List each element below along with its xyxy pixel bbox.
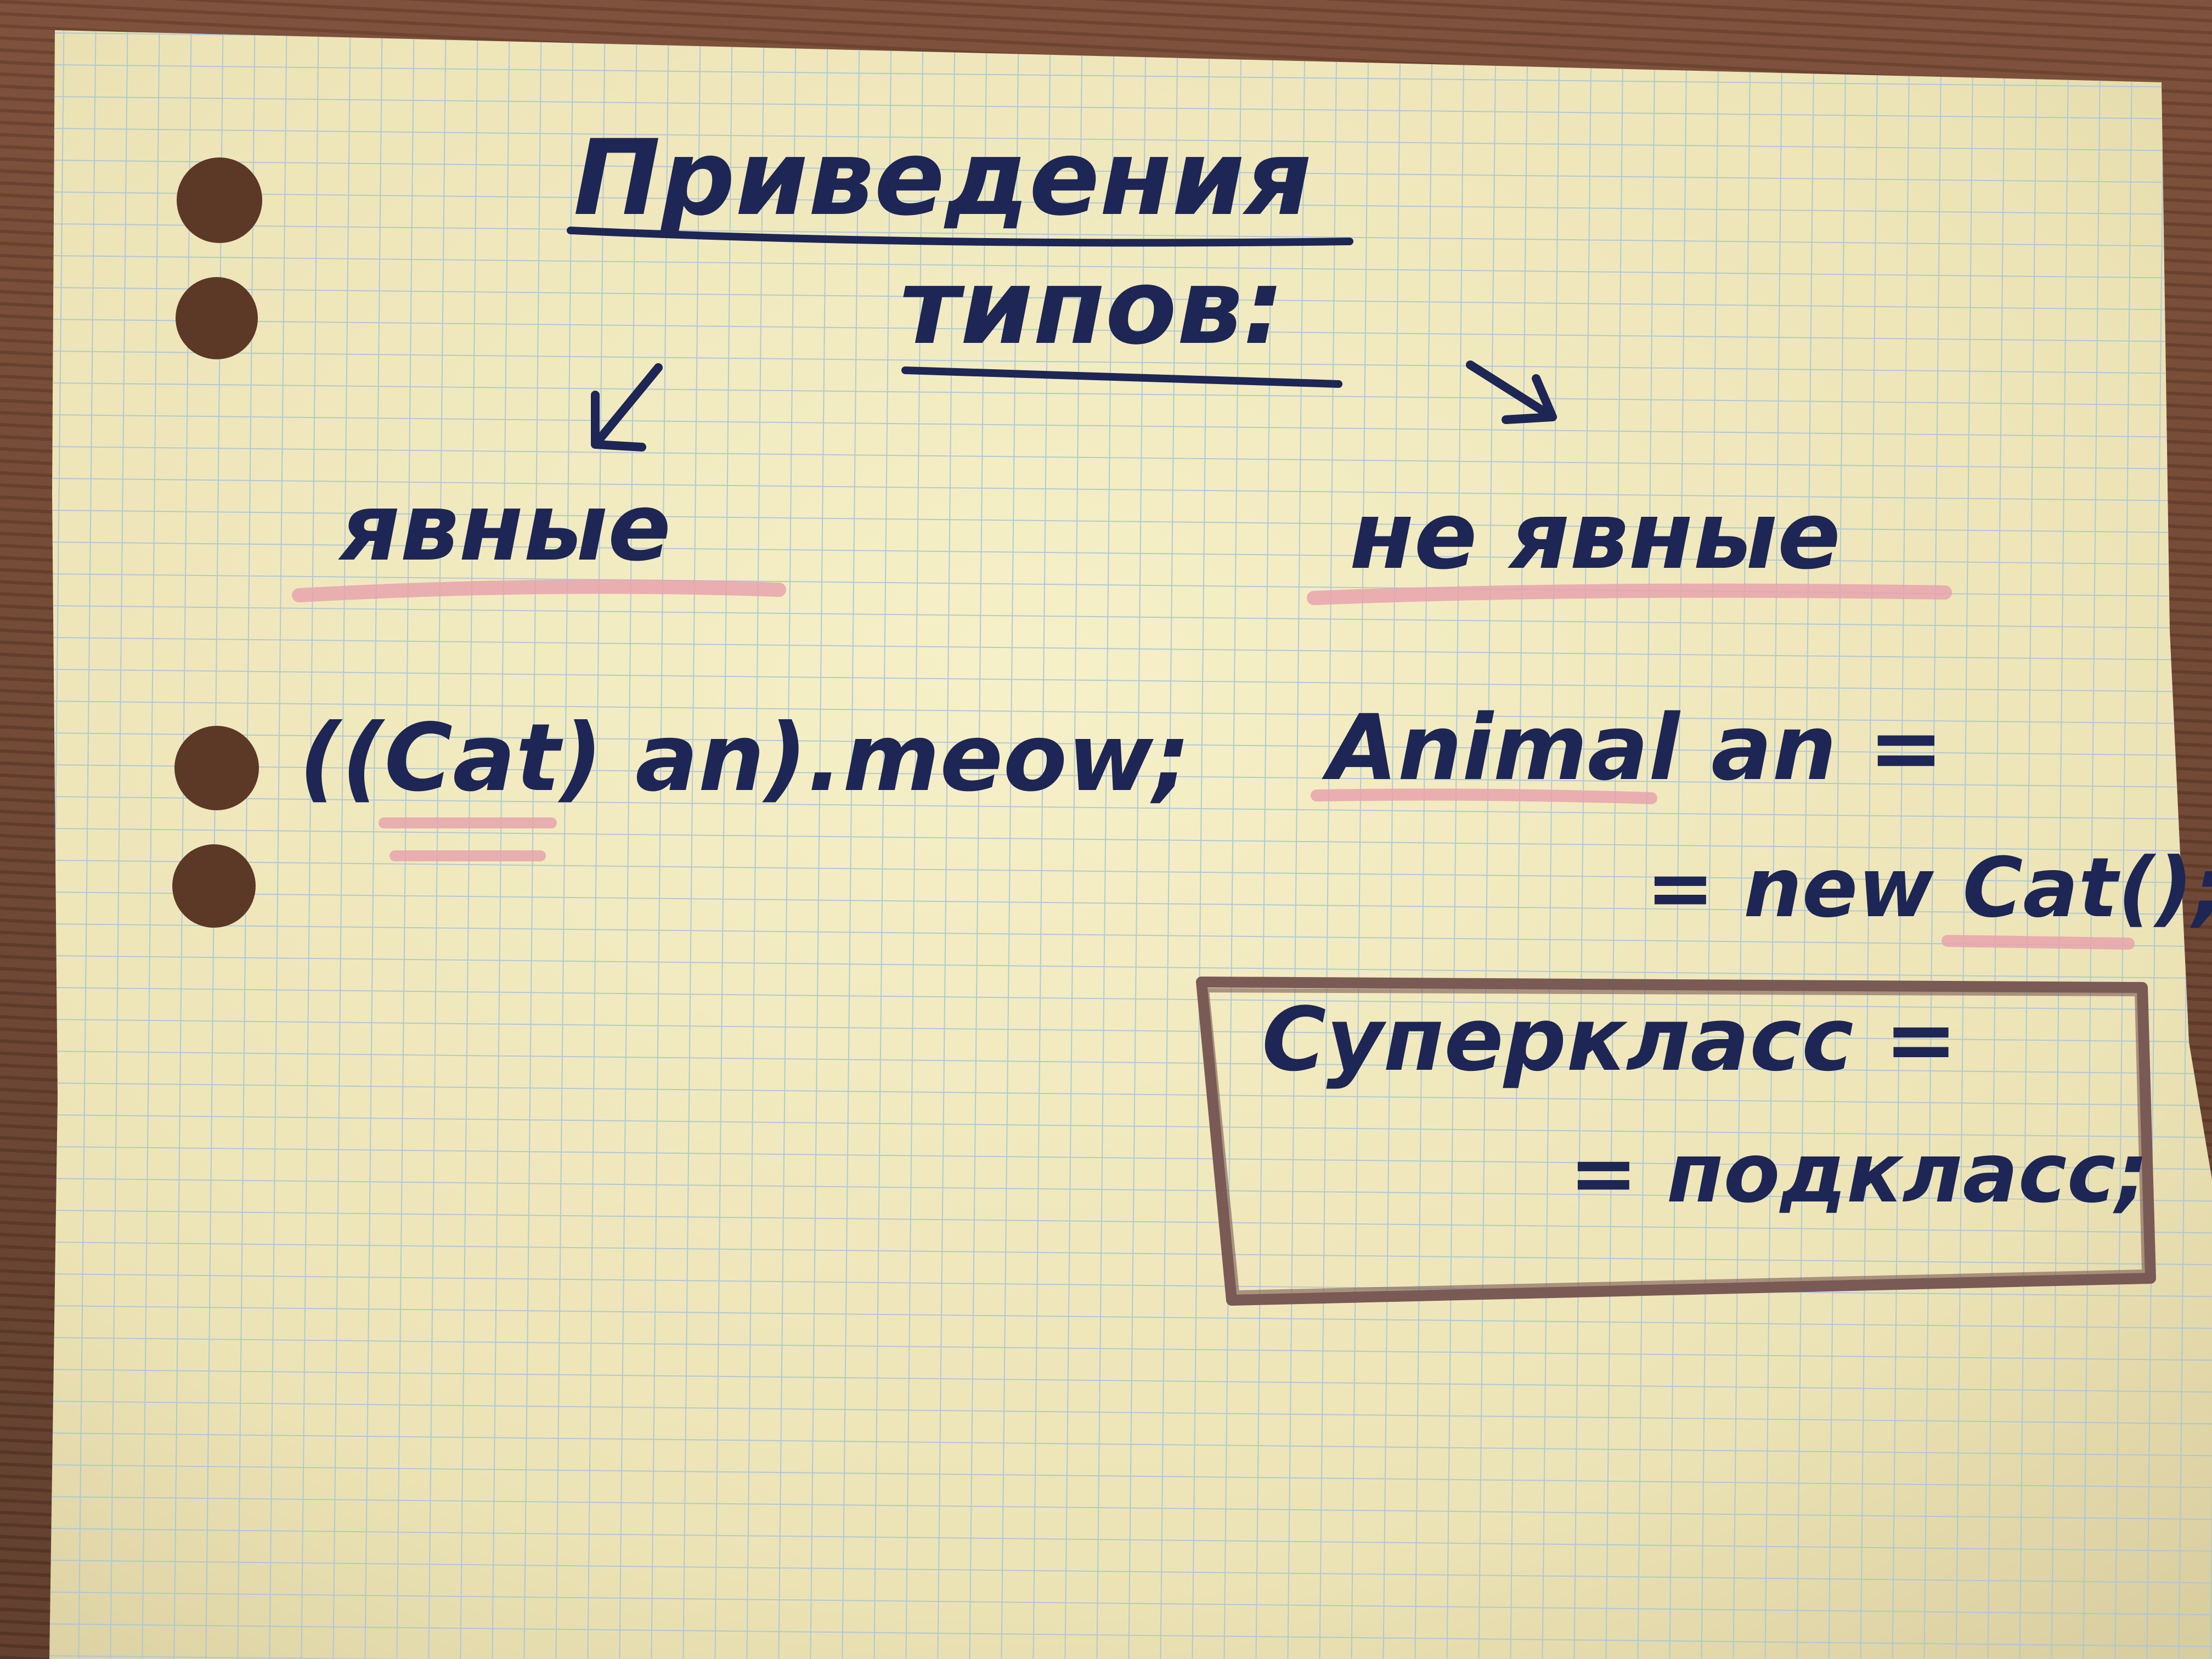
title-line-2: типов: (900, 246, 1284, 368)
rule-box-border-overdraw (1204, 988, 2147, 1295)
boxed-rule-line-2: = подкласс; (1569, 1126, 2148, 1221)
implicit-example-line-1: Animal an = (1322, 695, 1944, 800)
title-block: Приведения типов: (567, 117, 1353, 388)
title-underline-2 (901, 366, 1342, 388)
boxed-rule-line-1: Суперкласс = (1262, 988, 1958, 1091)
explicit-heading: явные (292, 473, 786, 602)
binder-holes (172, 157, 262, 928)
right-heading: не явные (1350, 482, 1841, 590)
explicit-example: ((Cat) an).meow; (299, 704, 1190, 812)
boxed-rule: Суперкласс = = подкласс; (1196, 977, 2156, 1306)
explicit-example-block: ((Cat) an).meow; (299, 704, 1190, 861)
right-heading-highlight (1307, 583, 1952, 605)
arrow-down-left-icon (591, 363, 663, 452)
branch-arrows (591, 360, 1557, 452)
rule-box-border (1196, 977, 2156, 1306)
binder-hole (176, 277, 258, 359)
left-heading-highlight (292, 579, 786, 602)
cat-highlight (1942, 935, 2135, 950)
implicit-example-line-2: = new Cat(); (1646, 840, 2212, 936)
implicit-heading: не явные (1307, 482, 1952, 605)
implicit-example-block: Animal an = = new Cat(); (1311, 695, 2212, 950)
arrow-down-right-icon (1466, 360, 1557, 424)
left-heading: явные (338, 473, 671, 582)
binder-hole (172, 844, 256, 928)
binder-hole (177, 157, 262, 243)
animal-highlight (1311, 788, 1657, 804)
title-underline-1 (567, 227, 1353, 247)
binder-hole (174, 726, 259, 810)
title-line-1: Приведения (573, 117, 1312, 239)
